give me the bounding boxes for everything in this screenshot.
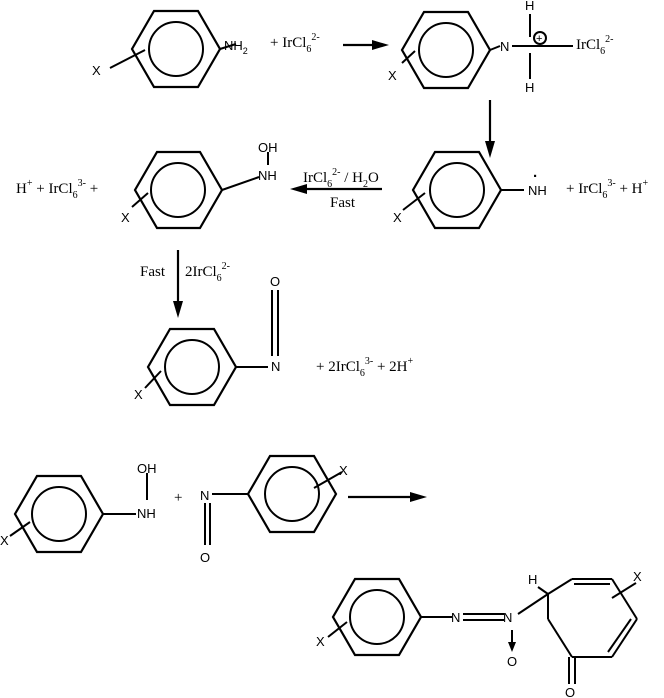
substituent-x-label: X xyxy=(0,533,9,548)
step4-reagent: 2IrCl62- xyxy=(185,261,230,284)
reagent-ircl6-2minus: + IrCl62- xyxy=(270,32,320,55)
step2-byproducts: + IrCl63- + H+ xyxy=(566,178,649,201)
azo-nitrogen-1-label: N xyxy=(451,610,460,625)
reaction-arrow-4 xyxy=(173,250,183,318)
hydrogen-top-label: H xyxy=(525,0,534,13)
benzene-ring xyxy=(331,577,423,657)
substituent-x-label: X xyxy=(316,634,325,649)
aniline-molecule: X NH2 xyxy=(92,9,248,89)
substituent-x-label: X xyxy=(121,210,130,225)
carbonyl-oxygen-label: O xyxy=(565,685,575,698)
substituent-x-label: X xyxy=(388,68,397,83)
hydrogen-bottom-label: H xyxy=(525,80,534,95)
reaction-arrow-3 xyxy=(290,184,382,194)
nh-label: NH xyxy=(258,168,277,183)
phenylhydroxylamine-molecule: X OH NH xyxy=(121,140,278,230)
benzene-ring xyxy=(13,474,105,554)
oxygen-label: O xyxy=(200,550,210,565)
step4-byproducts: + 2IrCl63- + 2H+ xyxy=(316,356,414,379)
nh-label: NH xyxy=(137,506,156,521)
hydroxyl-label: OH xyxy=(137,461,157,476)
benzene-ring xyxy=(130,9,222,89)
positive-charge: + xyxy=(536,33,542,45)
nitrosobenzene-molecule: X O N xyxy=(134,274,280,407)
nh-radical-label: NH xyxy=(528,183,547,198)
step3-byproducts: H+ + IrCl63- + xyxy=(16,178,98,201)
reaction-arrow-1 xyxy=(343,40,389,50)
step3-arrow-reagent: IrCl62- / H2O xyxy=(303,167,379,190)
nitrogen-label: N xyxy=(271,359,280,374)
step4-condition: Fast xyxy=(140,264,166,280)
nitrogen-label: N xyxy=(200,488,209,503)
benzene-ring xyxy=(246,454,338,534)
reaction-arrow-2 xyxy=(485,100,495,158)
reaction-arrow-5 xyxy=(348,492,427,502)
hydroxyl-label: OH xyxy=(258,140,278,155)
substituent-x-label: X xyxy=(339,463,348,478)
n-oxide-oxygen-label: O xyxy=(507,654,517,669)
substituent-x-label: X xyxy=(393,210,402,225)
substituent-x-label: X xyxy=(633,569,642,584)
azo-nitrogen-2-label: N xyxy=(503,610,512,625)
nitrosobenzene-reactant: N O X xyxy=(200,454,348,565)
benzene-ring xyxy=(146,327,238,407)
hydrogen-label: H xyxy=(528,572,537,587)
anilino-radical: X · NH xyxy=(393,150,547,230)
benzene-ring xyxy=(411,150,503,230)
amine-label: NH2 xyxy=(224,38,248,56)
step3-arrow-condition: Fast xyxy=(330,195,356,211)
benzene-ring xyxy=(400,10,492,90)
nitrogen-label: N xyxy=(500,39,509,54)
plus-sign: + xyxy=(174,490,182,506)
oxygen-label: O xyxy=(270,274,280,289)
substituent-x-label: X xyxy=(134,387,143,402)
benzene-ring xyxy=(133,150,224,230)
ircl6-ligand-label: IrCl62- xyxy=(576,34,614,57)
azoxy-product: X N N O H O X xyxy=(316,569,642,698)
radical-dot: · xyxy=(533,168,538,185)
phenylhydroxylamine-reactant: X OH NH xyxy=(0,461,157,554)
substituent-x-label: X xyxy=(92,63,101,78)
anilinium-complex: X N + H H IrCl62- xyxy=(388,0,614,95)
